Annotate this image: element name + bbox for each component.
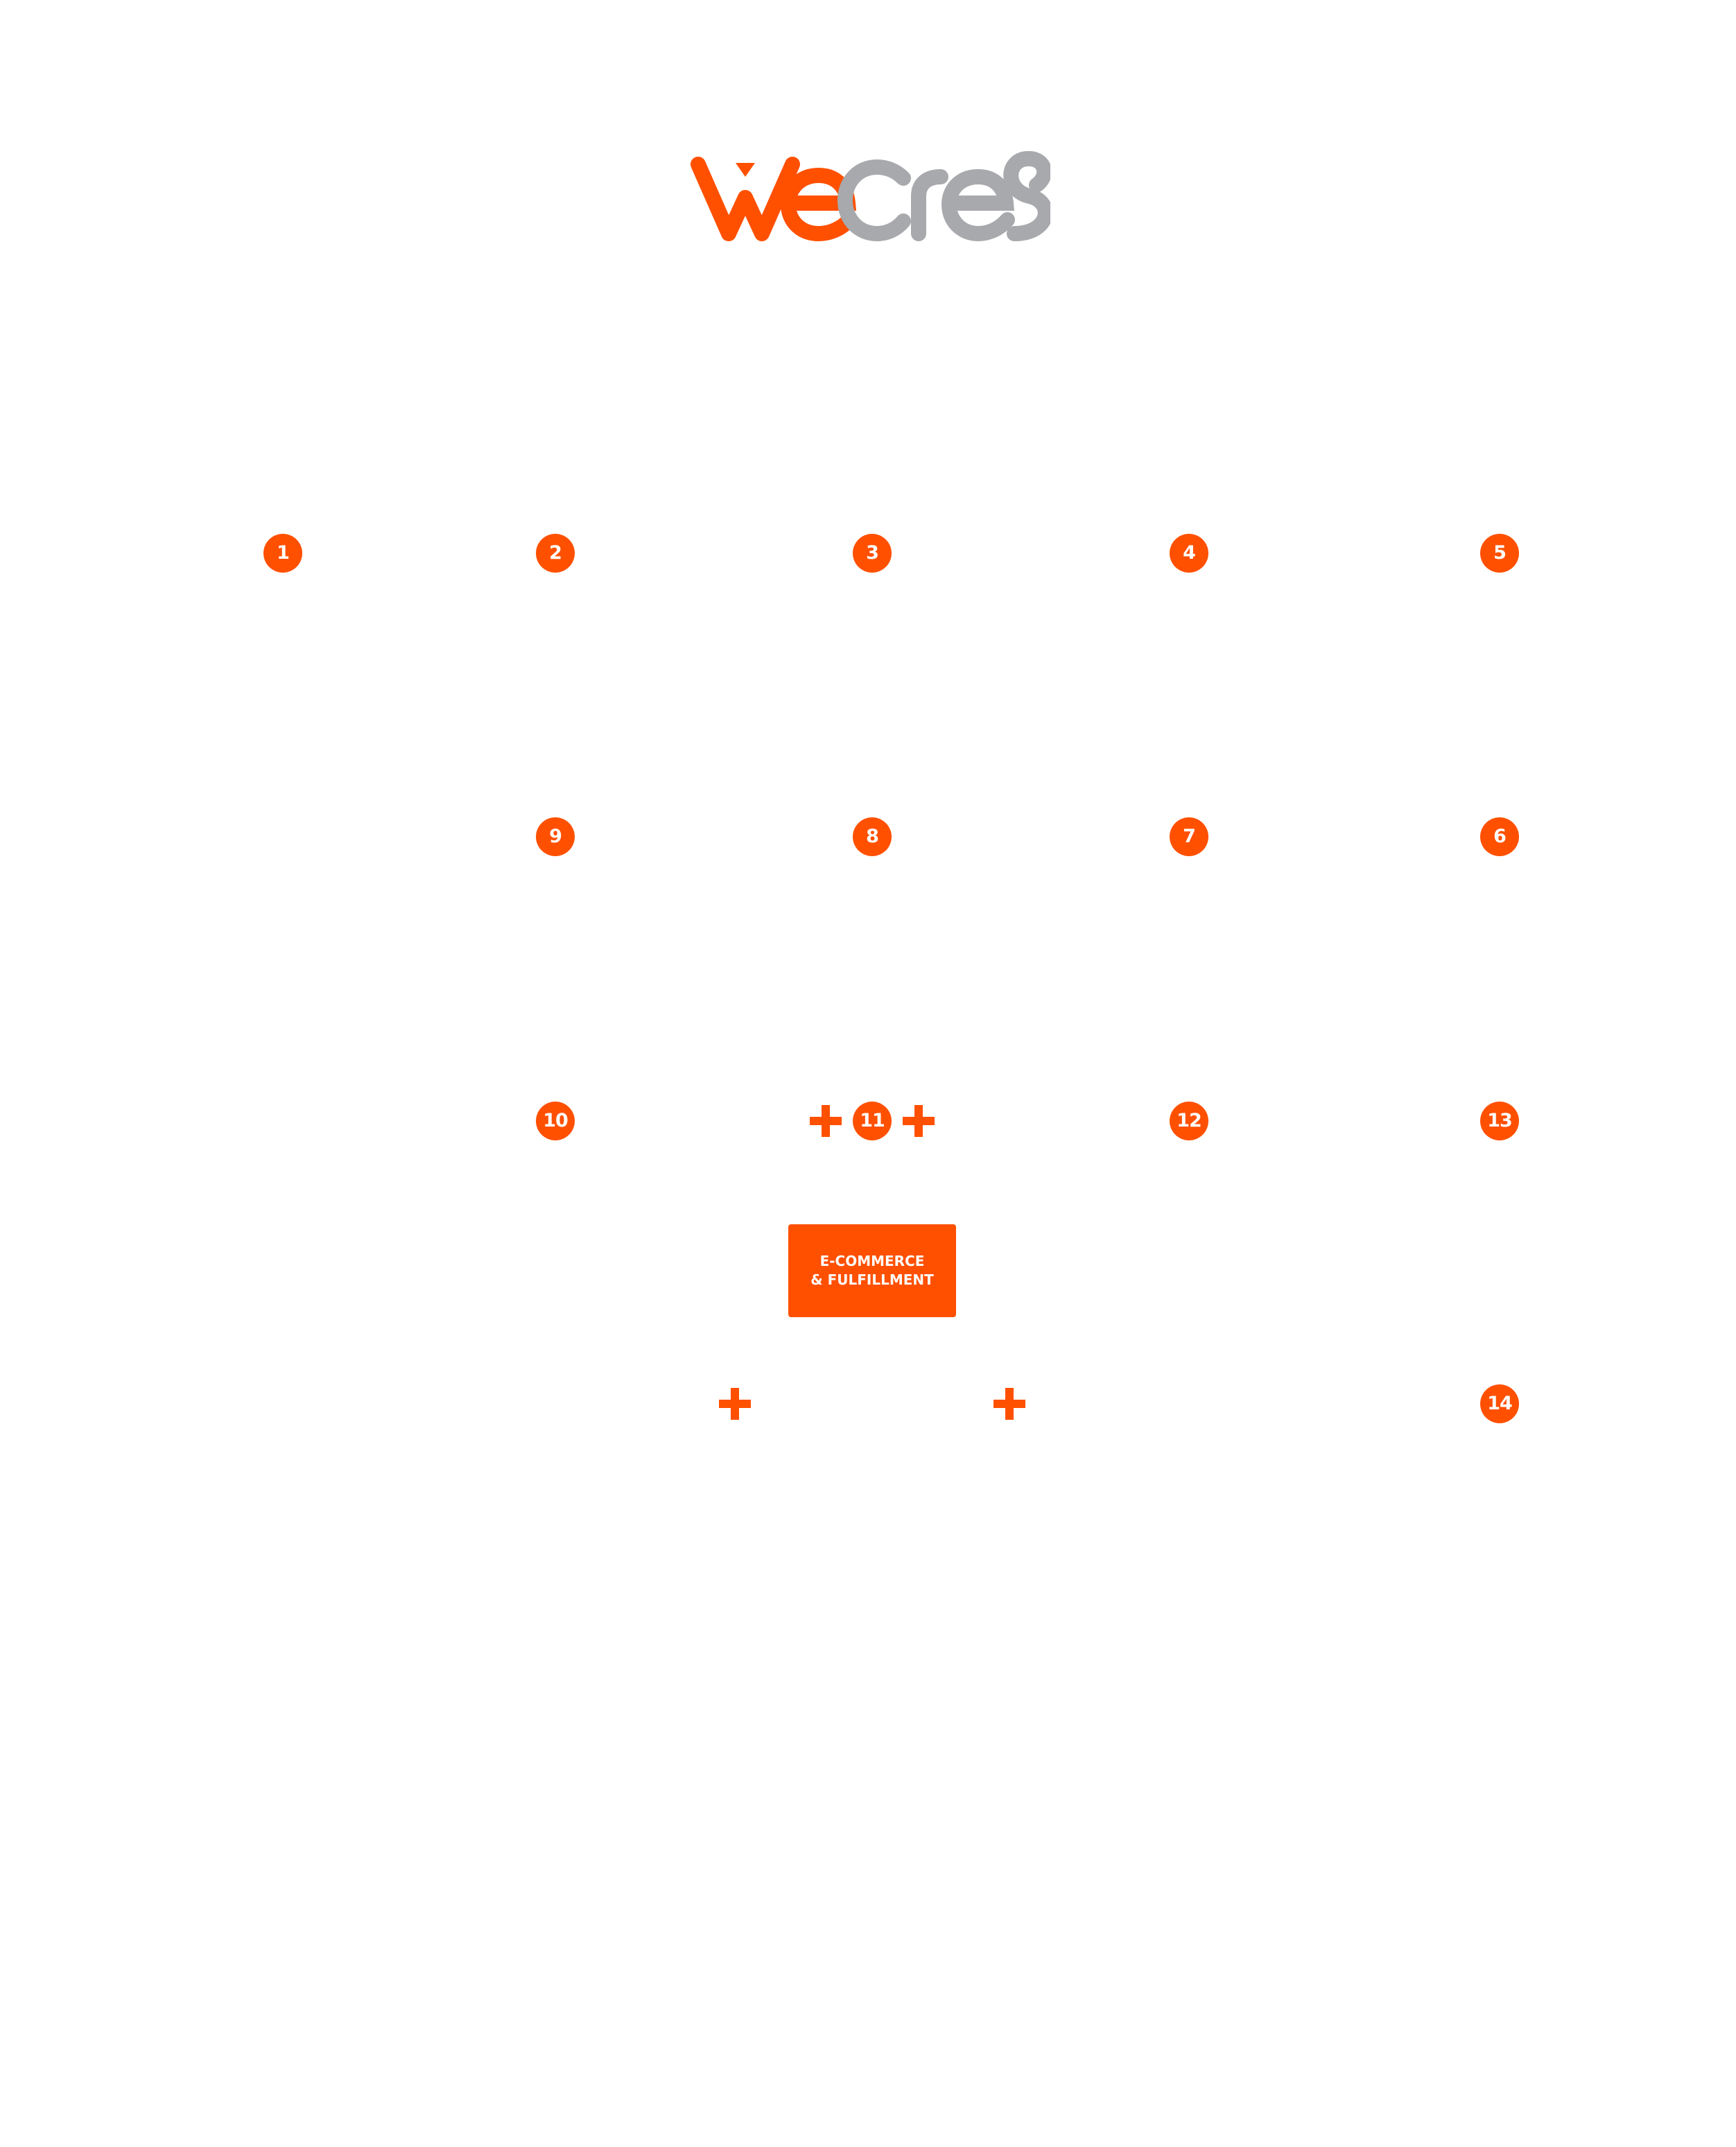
- step-9-marker[interactable]: 9: [536, 817, 575, 856]
- plus-icon: [993, 1388, 1025, 1420]
- plus-icon: [810, 1105, 842, 1137]
- wecre8-logo-graphic: [691, 151, 1050, 242]
- wecre8-logo: WeCre8: [690, 142, 1050, 246]
- ecommerce-fulfillment-box[interactable]: E-COMMERCE & FULFILLMENT: [788, 1224, 956, 1317]
- plus-icon: [903, 1105, 935, 1137]
- fulfillment-label: & FULFILLMENT: [810, 1271, 934, 1288]
- step-5-marker[interactable]: 5: [1480, 534, 1519, 573]
- step-7-marker[interactable]: 7: [1170, 817, 1208, 856]
- step-2-marker[interactable]: 2: [536, 534, 575, 573]
- step-12-marker[interactable]: 12: [1170, 1102, 1208, 1140]
- step-1-marker[interactable]: 1: [263, 534, 302, 573]
- plus-icon: [719, 1388, 751, 1420]
- step-8-marker[interactable]: 8: [853, 817, 892, 856]
- logo-text: WeCre8: [690, 246, 691, 247]
- ecommerce-label: E-COMMERCE: [819, 1253, 925, 1269]
- step-10-marker[interactable]: 10: [536, 1102, 575, 1140]
- step-11-marker[interactable]: 11: [853, 1102, 892, 1140]
- step-14-marker[interactable]: 14: [1480, 1384, 1519, 1423]
- step-13-marker[interactable]: 13: [1480, 1102, 1519, 1140]
- step-3-marker[interactable]: 3: [853, 534, 892, 573]
- step-6-marker[interactable]: 6: [1480, 817, 1519, 856]
- step-4-marker[interactable]: 4: [1170, 534, 1208, 573]
